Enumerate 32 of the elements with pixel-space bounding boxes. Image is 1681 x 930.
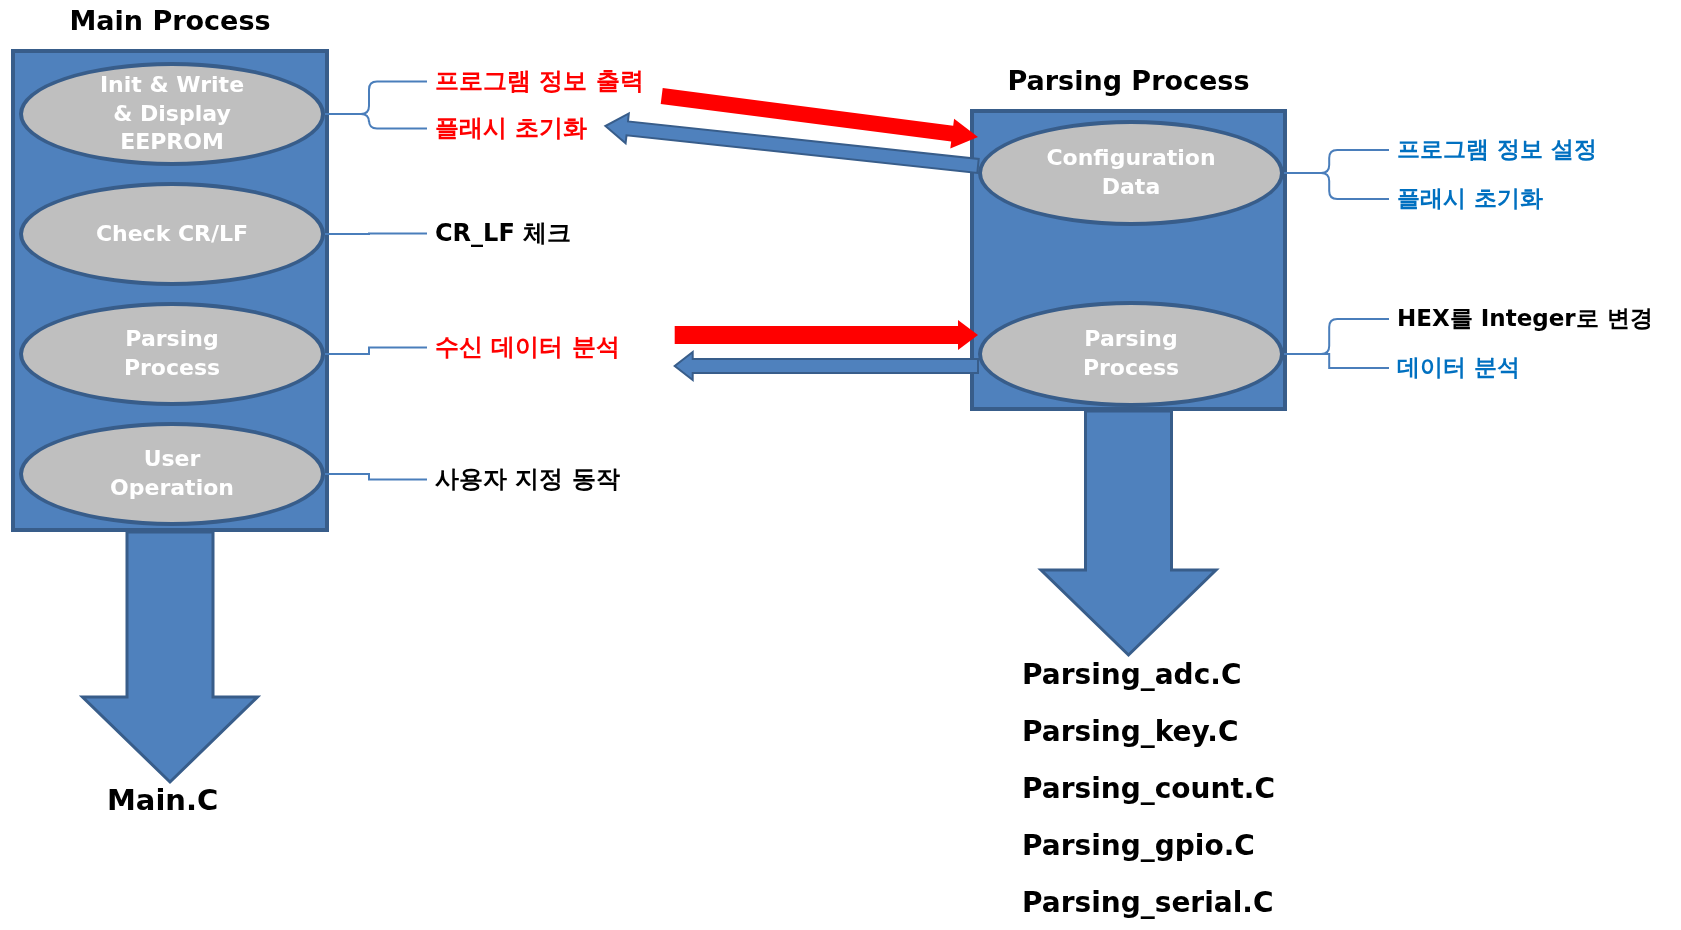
block-arrow xyxy=(78,530,262,785)
note-text: 사용자 지정 동작 xyxy=(435,464,620,496)
bracket-line xyxy=(324,473,428,481)
process-ellipse: Init & Write & Display EEPROM xyxy=(19,62,325,166)
block-arrow xyxy=(674,320,978,350)
note-text: 프로그램 정보 출력 xyxy=(435,66,644,98)
process-ellipse: User Operation xyxy=(19,422,325,526)
block-arrow xyxy=(673,349,979,383)
note-text: Main.C xyxy=(107,782,219,820)
note-text: 프로그램 정보 설정 xyxy=(1397,135,1597,165)
note-text: 플래시 초기화 xyxy=(1397,184,1543,214)
process-ellipse: Configuration Data xyxy=(978,120,1284,226)
block-arrow xyxy=(660,88,978,149)
note-text: 데이터 분석 xyxy=(1397,353,1520,383)
file-name: Parsing_key.C xyxy=(1022,714,1240,750)
note-text: 플래시 초기화 xyxy=(435,113,588,145)
file-name: Parsing_adc.C xyxy=(1022,657,1243,693)
file-name: Parsing_gpio.C xyxy=(1022,828,1256,864)
file-name: Parsing_serial.C xyxy=(1022,885,1275,921)
note-text: HEX를 Integer로 변경 xyxy=(1397,304,1653,334)
process-ellipse: Check CR/LF xyxy=(19,182,325,286)
process-ellipse: Parsing Process xyxy=(19,302,325,406)
process-ellipse: Parsing Process xyxy=(978,301,1284,407)
file-name: Parsing_count.C xyxy=(1022,771,1275,807)
bracket-line xyxy=(324,346,428,355)
panel-title: Parsing Process xyxy=(1006,65,1251,96)
panel-title: Main Process xyxy=(68,5,272,36)
note-text: CR_LF 체크 xyxy=(435,218,572,250)
block-arrow xyxy=(1037,409,1220,658)
block-arrow xyxy=(603,111,980,175)
bracket-line xyxy=(324,232,428,235)
note-text: 수신 데이터 분석 xyxy=(435,332,620,364)
